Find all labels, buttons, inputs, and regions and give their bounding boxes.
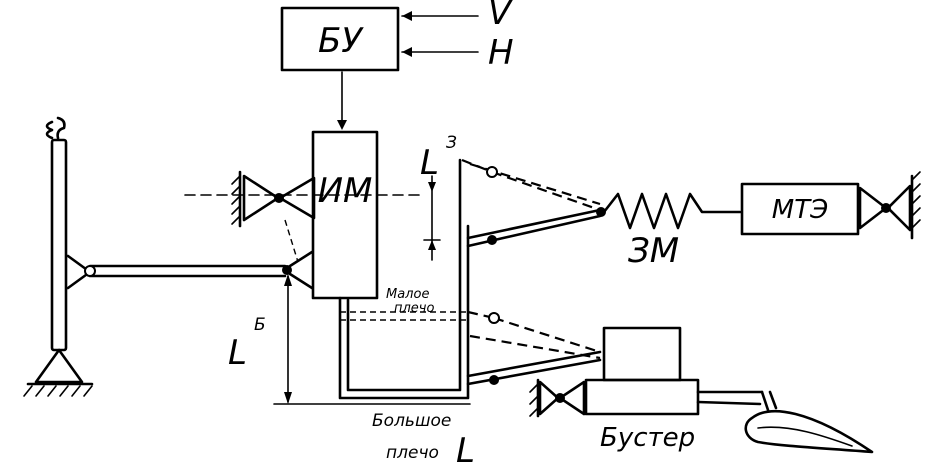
stick-linkage-rod <box>66 219 314 290</box>
actuator-wall-anchor <box>231 170 316 228</box>
lower-linkage <box>466 310 602 386</box>
control-stick <box>23 116 94 397</box>
trim-mechanism-label: МТЭ <box>772 195 828 225</box>
small-arm-label-2: плечо <box>394 301 434 316</box>
trim-mechanism-block: МТЭ <box>740 171 921 240</box>
input-h-label: H <box>488 33 514 73</box>
spring-element: ЗМ <box>602 192 742 271</box>
input-v-arrow: V <box>401 0 514 33</box>
small-lever-dimension: L Б З <box>420 133 457 261</box>
big-arm-label-2: плечо <box>386 443 439 463</box>
input-h-arrow: H <box>401 33 514 73</box>
spring-label: ЗМ <box>628 231 679 271</box>
actuator-label: ИМ <box>318 171 373 211</box>
actuator-block: ИМ <box>184 130 421 300</box>
upper-linkage <box>461 158 606 248</box>
control-unit-block: БУ <box>280 6 400 72</box>
small-lever-superscript-z: З <box>446 133 457 153</box>
control-unit-label: БУ <box>318 21 364 61</box>
booster-block: Бустер <box>529 326 764 453</box>
small-arm-label-1: Малое <box>386 287 429 302</box>
control-surface <box>744 390 874 454</box>
big-arm-letter: L <box>456 431 475 471</box>
big-lever-dimension: L Б <box>228 274 471 405</box>
big-lever-letter: L <box>228 333 247 373</box>
big-arm-label-1: Большое <box>372 411 451 431</box>
input-v-label: V <box>488 0 514 33</box>
big-lever-superscript: Б <box>254 315 266 335</box>
booster-label: Бустер <box>600 423 695 453</box>
control-to-actuator-arrow <box>337 71 347 130</box>
small-lever-letter: L <box>420 143 439 183</box>
